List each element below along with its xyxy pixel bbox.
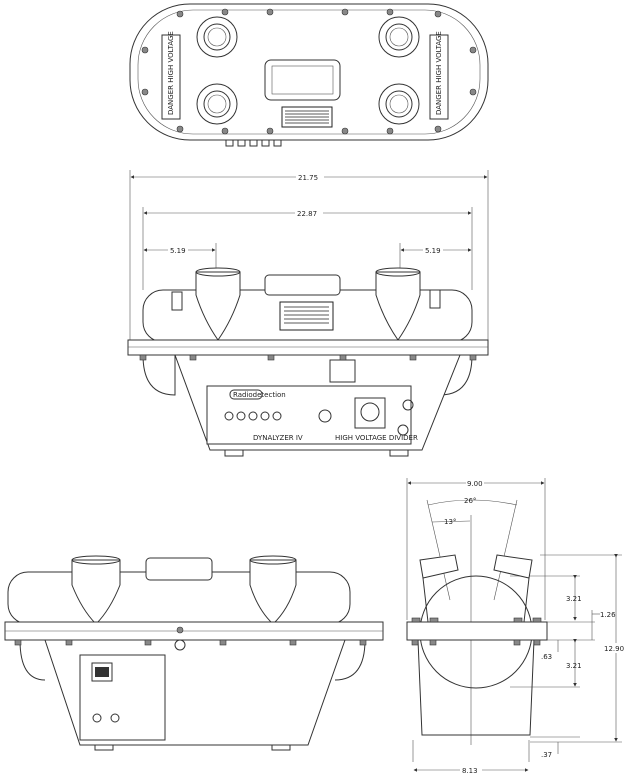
panel-subtitle: HIGH VOLTAGE DIVIDER	[335, 434, 418, 442]
dim-bottom-width: 8.13	[462, 767, 478, 775]
dim-left-offset: 5.19	[170, 247, 186, 255]
dim-angle-total: 26°	[464, 497, 476, 505]
side-label-right	[429, 34, 449, 120]
front-view: 21.75 22.87 5.19 5.19 Radiodetection DYN…	[127, 170, 489, 457]
control-panel	[206, 385, 412, 445]
hv-connector	[360, 402, 380, 422]
dim-flange-offset: .63	[541, 653, 552, 661]
dim-top-width: 9.00	[467, 480, 483, 488]
rear-view	[4, 555, 384, 751]
port-bottom-left	[196, 83, 238, 125]
dim-height: 12.90	[604, 645, 624, 653]
dim-flange: 1.26	[600, 611, 616, 619]
dim-foot: .37	[541, 751, 552, 759]
side-label-left-text: DANGER HIGH VOLTAGE	[167, 31, 175, 115]
handle	[264, 59, 341, 101]
top-view: DANGER HIGH VOLTAGE DANGER HIGH VOLTAGE	[129, 3, 489, 147]
panel-connectors	[224, 409, 332, 423]
panel-model: DYNALYZER IV	[253, 434, 303, 442]
side-label-right-text: DANGER HIGH VOLTAGE	[435, 31, 443, 115]
dim-right-offset: 5.19	[425, 247, 441, 255]
dim-lower-radius: 3.21	[566, 662, 582, 670]
dim-upper-radius: 3.21	[566, 595, 582, 603]
side-label-left	[161, 34, 181, 120]
dim-overall-width: 21.75	[298, 174, 318, 182]
side-view: 9.00 26° 13° 3.21 1.26 .63 3.21 12.90 .3…	[406, 478, 629, 775]
port-top-right	[378, 16, 420, 58]
handle-front	[264, 274, 341, 296]
flange	[127, 339, 489, 356]
port-top-left	[196, 16, 238, 58]
port-bottom-right	[378, 83, 420, 125]
brand-badge: Radiodetection	[233, 391, 286, 399]
dim-tank-width: 22.87	[297, 210, 317, 218]
dim-angle-half: 13°	[444, 518, 456, 526]
